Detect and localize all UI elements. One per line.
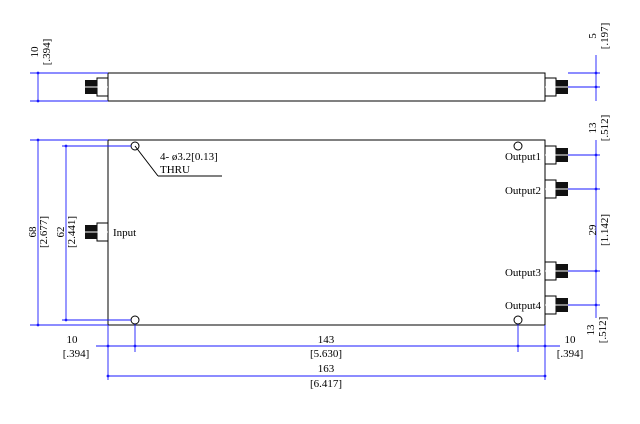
output3-connector — [544, 261, 568, 281]
dim-overall-height: 68 [2.677] — [27, 138, 108, 327]
dim-top-offset-mm: 5 — [587, 33, 599, 39]
dim-top-height: 10 [.394] — [29, 39, 108, 103]
top-view: 10 [.394] 5 [.197] — [29, 23, 611, 103]
dim-hole-pitch-v-mm: 62 — [55, 227, 67, 238]
dim-out-pitch-top-in: [.512] — [599, 115, 611, 142]
top-view-right-connector — [544, 77, 568, 97]
dim-output-pitch: 13 [.512] 29 [1.142] 13 [.512] — [568, 115, 611, 344]
output4-label: Output4 — [505, 300, 542, 312]
front-view: 4- ø3.2[0.13] THRU Input — [27, 115, 611, 390]
dim-out-pitch-bot-in: [.512] — [597, 317, 609, 344]
dim-hole-pitch-h-in: [5.630] — [310, 348, 342, 360]
dim-hole-pitch-v-in: [2.441] — [66, 216, 78, 248]
dim-out-pitch-mid-in: [1.142] — [599, 214, 611, 246]
dim-left-offset-in: [.394] — [63, 348, 90, 360]
dim-overall-length-in: [6.417] — [310, 378, 342, 390]
input-connector — [85, 222, 109, 242]
hole-thru-label: THRU — [160, 164, 190, 176]
dim-hole-pitch-h-mm: 143 — [318, 334, 335, 346]
dim-top-height-in: [.394] — [41, 39, 53, 66]
dim-out-pitch-top-mm: 13 — [587, 122, 599, 134]
output1-connector — [544, 145, 568, 165]
top-view-left-connector — [85, 77, 109, 97]
dim-out-pitch-bot-mm: 13 — [585, 324, 597, 336]
dim-overall-height-mm: 68 — [27, 226, 39, 238]
hole-callout: 4- ø3.2[0.13] THRU — [134, 145, 222, 177]
dim-top-height-mm: 10 — [29, 46, 41, 58]
dim-left-offset-mm: 10 — [67, 334, 79, 346]
mounting-hole-top-right — [513, 141, 523, 151]
mounting-hole-bottom-left — [130, 315, 140, 325]
output3-label: Output3 — [505, 267, 542, 279]
mounting-hole-bottom-right — [513, 315, 523, 325]
output1-label: Output1 — [505, 151, 541, 163]
dim-horizontal: 10 [.394] 143 [5.630] 10 [.394] 163 [6.4… — [63, 324, 584, 390]
hole-spec-label: 4- ø3.2[0.13] — [160, 151, 218, 163]
dim-right-offset-in: [.394] — [557, 348, 584, 360]
top-view-body — [107, 72, 546, 102]
dim-top-offset: 5 [.197] — [568, 23, 611, 101]
dim-overall-height-in: [2.677] — [38, 216, 50, 248]
dim-top-offset-in: [.197] — [599, 23, 611, 50]
output2-connector — [544, 179, 568, 199]
input-label: Input — [113, 227, 136, 239]
dim-right-offset-mm: 10 — [565, 334, 577, 346]
output2-label: Output2 — [505, 185, 541, 197]
dim-out-pitch-mid-mm: 29 — [587, 224, 599, 236]
output4-connector — [544, 295, 568, 315]
dim-overall-length-mm: 163 — [318, 363, 335, 375]
dim-hole-pitch-vertical: 62 [2.441] — [55, 144, 131, 322]
